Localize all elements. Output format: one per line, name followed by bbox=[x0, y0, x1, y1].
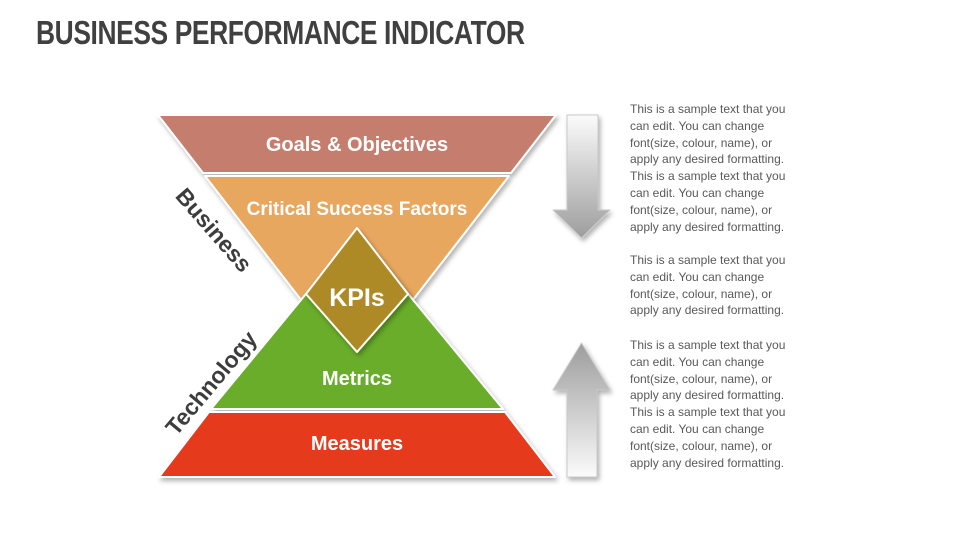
sample-text-block-1: This is a sample text that you can edit.… bbox=[630, 102, 786, 234]
up-arrow-icon bbox=[552, 342, 611, 478]
band-metrics-label: Metrics bbox=[322, 368, 392, 390]
sample-text-block-3: This is a sample text that you can edit.… bbox=[630, 338, 786, 470]
band-kpis-label: KPIs bbox=[329, 284, 385, 312]
band-goals-shape bbox=[157, 114, 557, 174]
band-measures-shape bbox=[158, 411, 556, 478]
band-measures-label: Measures bbox=[311, 433, 403, 455]
slide-title: BUSINESS PERFORMANCE INDICATOR bbox=[36, 14, 525, 51]
band-goals-label: Goals & Objectives bbox=[266, 134, 448, 156]
down-arrow-icon bbox=[552, 114, 611, 239]
band-csf-label: Critical Success Factors bbox=[247, 199, 468, 220]
sample-text-block-2: This is a sample text that you can edit.… bbox=[630, 253, 786, 318]
band-kpis-shape bbox=[305, 227, 409, 353]
